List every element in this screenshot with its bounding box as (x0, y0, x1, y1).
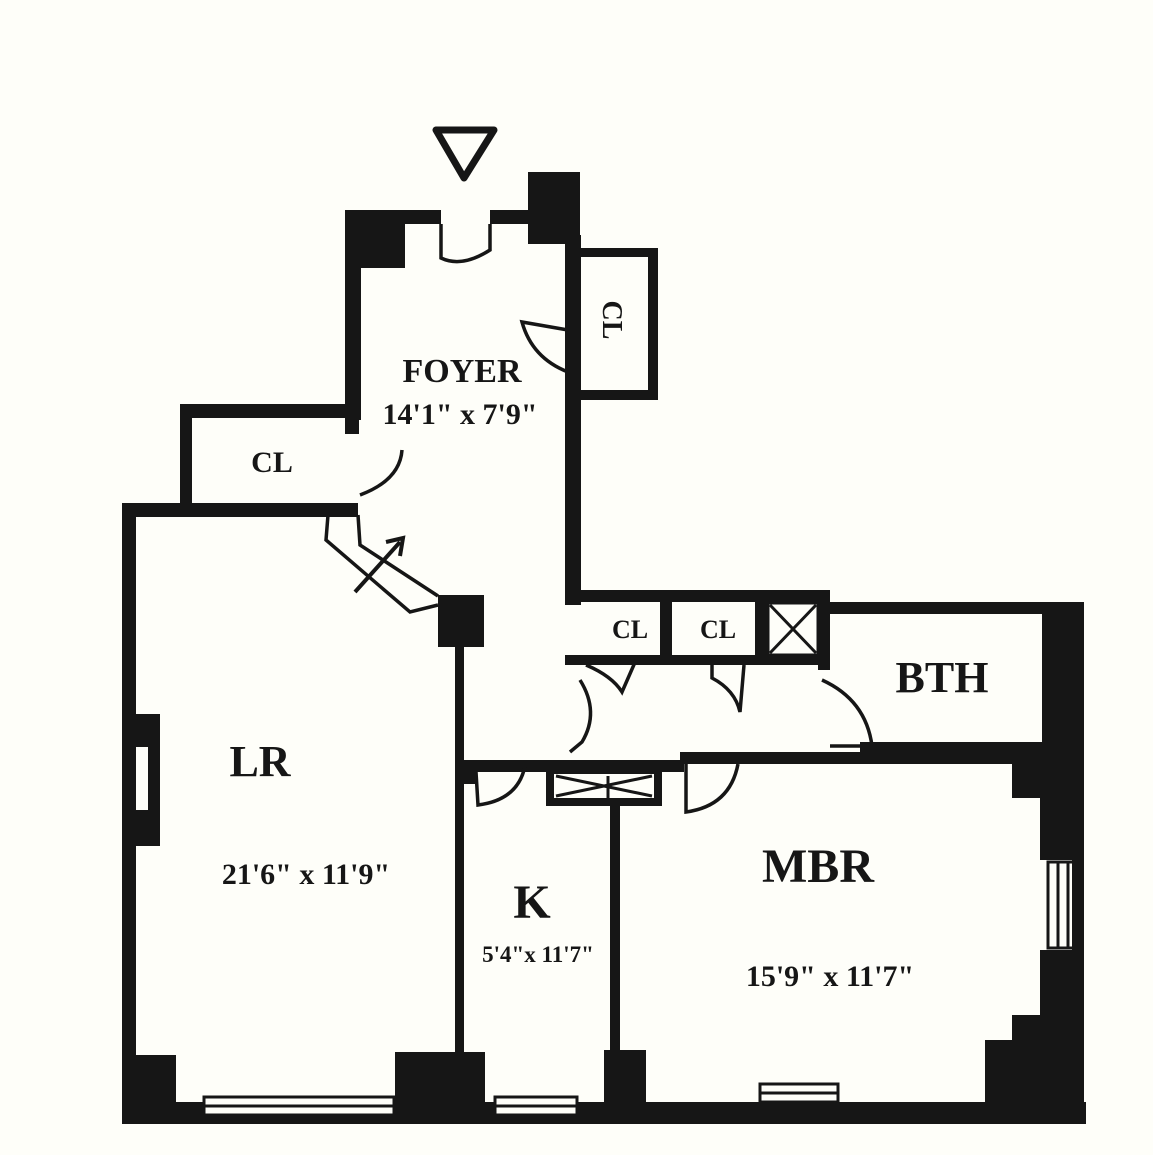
closet-left-label: CL (251, 446, 293, 479)
kitchen-dims: 5'4"x 11'7" (482, 942, 594, 967)
living-room-walls (122, 503, 1086, 1124)
hall-closet-walls (565, 590, 830, 670)
closet-hall-2-label: CL (700, 615, 736, 644)
kitchen-label: K (513, 876, 550, 929)
closet-left-walls (180, 404, 360, 508)
entry-triangle-icon (432, 126, 498, 182)
closet-hall-1-label: CL (612, 615, 648, 644)
foyer-label: FOYER (403, 353, 522, 390)
master-bedroom-dims: 15'9" x 11'7" (746, 960, 914, 993)
bath-label: BTH (896, 653, 989, 702)
bath-door (821, 678, 874, 748)
living-room-label: LR (229, 737, 291, 786)
foyer-dims: 14'1" x 7'9" (383, 398, 538, 431)
master-bedroom-walls (680, 752, 1084, 1106)
door-swing-arrow-icon (353, 535, 406, 594)
living-room-dims: 21'6" x 11'9" (222, 858, 390, 891)
living-room-fireplace (136, 743, 152, 814)
windows (202, 680, 1078, 1117)
hall-closet-doors (585, 659, 746, 713)
kitchen-walls (604, 800, 646, 1107)
closet-foyer-label: CL (596, 301, 627, 340)
kitchen-door (474, 765, 527, 807)
master-bedroom-door (684, 763, 740, 815)
master-bedroom-label: MBR (762, 840, 875, 893)
foyer-doors (439, 224, 569, 374)
shaft-x-icon (766, 601, 820, 657)
kitchen-vent-icon (546, 768, 662, 806)
foyer-walls (345, 172, 658, 605)
closet-left-door (359, 449, 404, 497)
